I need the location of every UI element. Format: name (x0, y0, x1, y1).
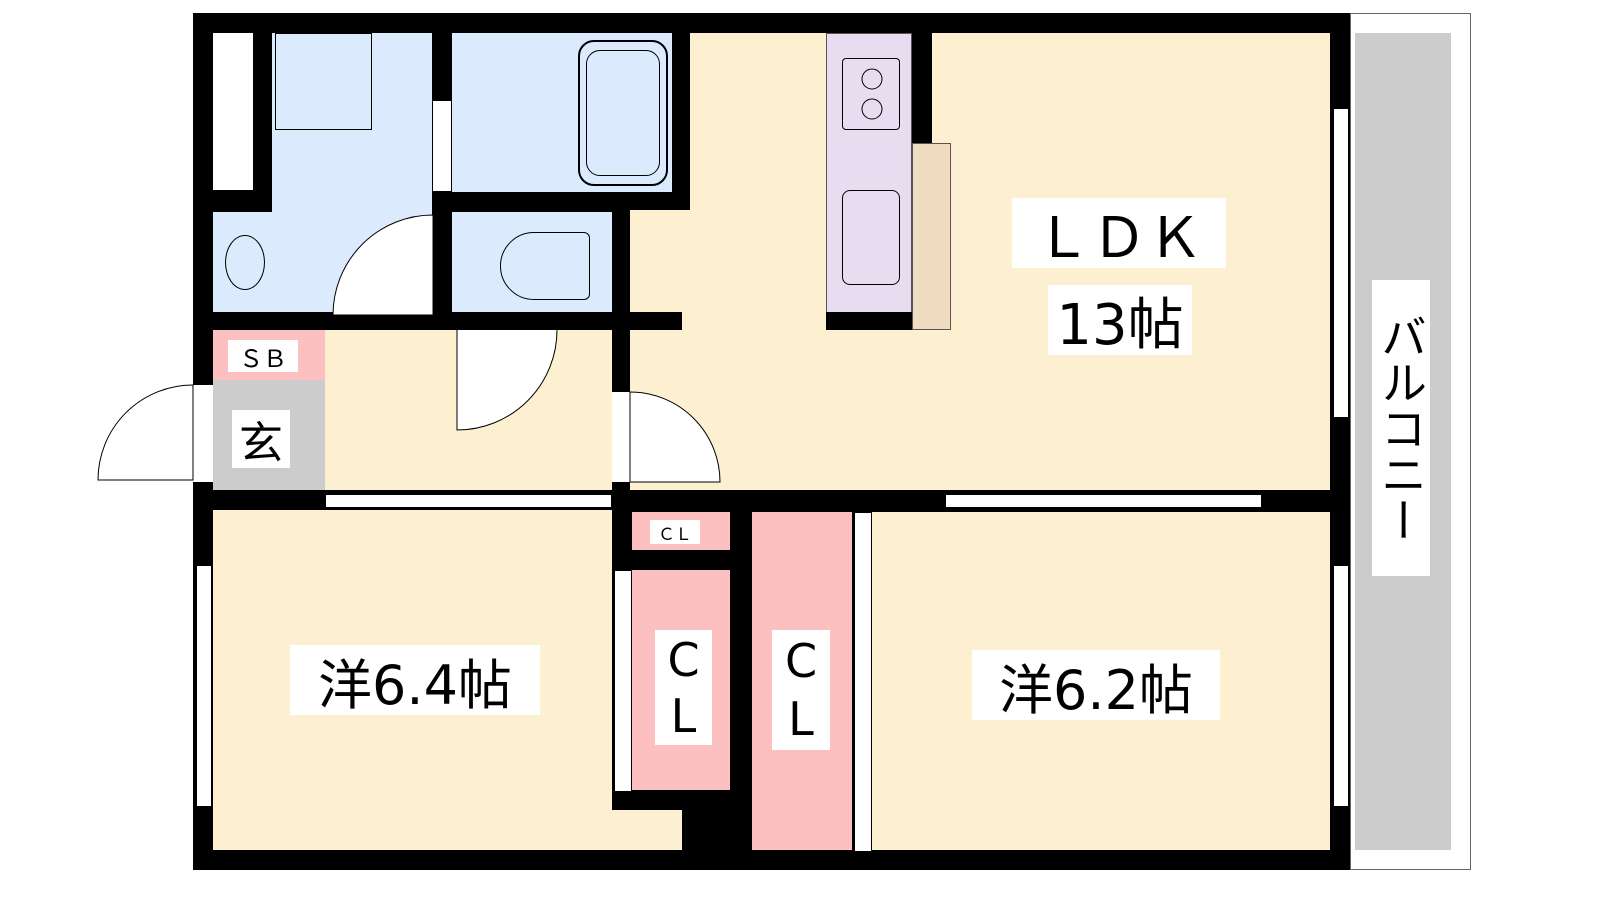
hall-sliding-door[interactable] (325, 494, 612, 508)
linen-closet (213, 33, 253, 190)
toilet-icon (500, 232, 590, 300)
closet-middle-label-2: L (670, 688, 697, 743)
kitchen-counter (826, 33, 912, 315)
closet-middle-label-1: C (667, 632, 700, 687)
stove-icon (842, 58, 900, 130)
ldk-door-gap (612, 392, 630, 482)
bedroom-east-window (1333, 565, 1349, 807)
washing-machine-icon (275, 33, 372, 130)
bedroom-west-window (196, 565, 212, 807)
washroom-door-gap (432, 100, 452, 192)
closet-right-doors[interactable] (854, 512, 872, 852)
kitchen-wall (826, 312, 912, 330)
washbasin-icon (225, 235, 265, 290)
front-door-gap (193, 385, 213, 482)
counter-top (912, 143, 951, 330)
shoe-box-label: ＳＢ (228, 340, 298, 373)
bathtub-icon (578, 40, 668, 186)
bedroom-east-label: 洋6.2帖 (972, 650, 1220, 722)
bedroom-west-label: 洋6.4帖 (290, 645, 540, 717)
closet-right-label-1: C (784, 634, 818, 688)
entrance-label: 玄 (232, 410, 290, 469)
bathtub-inner (586, 50, 660, 176)
closet-middle-doors[interactable] (614, 570, 632, 792)
bedroom-west-ext (612, 810, 682, 850)
washroom-door-swing[interactable] (332, 214, 434, 316)
ldk-sliding-door[interactable] (945, 494, 1262, 508)
closet-small-label: ＣＬ (650, 520, 700, 545)
closet-middle-label: C L (655, 630, 712, 745)
closet-right-label-2: L (788, 692, 814, 746)
sink-icon (842, 190, 900, 285)
ldk-door-swing[interactable] (629, 391, 730, 492)
kitchen-wall-upper (912, 33, 932, 143)
ldk-wall-stub (630, 312, 682, 330)
closet-right-label: C L (772, 630, 830, 750)
ldk-size: 13帖 (1048, 285, 1192, 358)
ldk-room-ext (690, 33, 1330, 490)
ldk-label: ＬＤＫ (1012, 198, 1226, 271)
toilet-door-swing[interactable] (456, 329, 558, 431)
front-door-swing[interactable] (97, 384, 198, 485)
balcony-label: バルコニー (1372, 280, 1430, 576)
ldk-window (1333, 108, 1349, 418)
